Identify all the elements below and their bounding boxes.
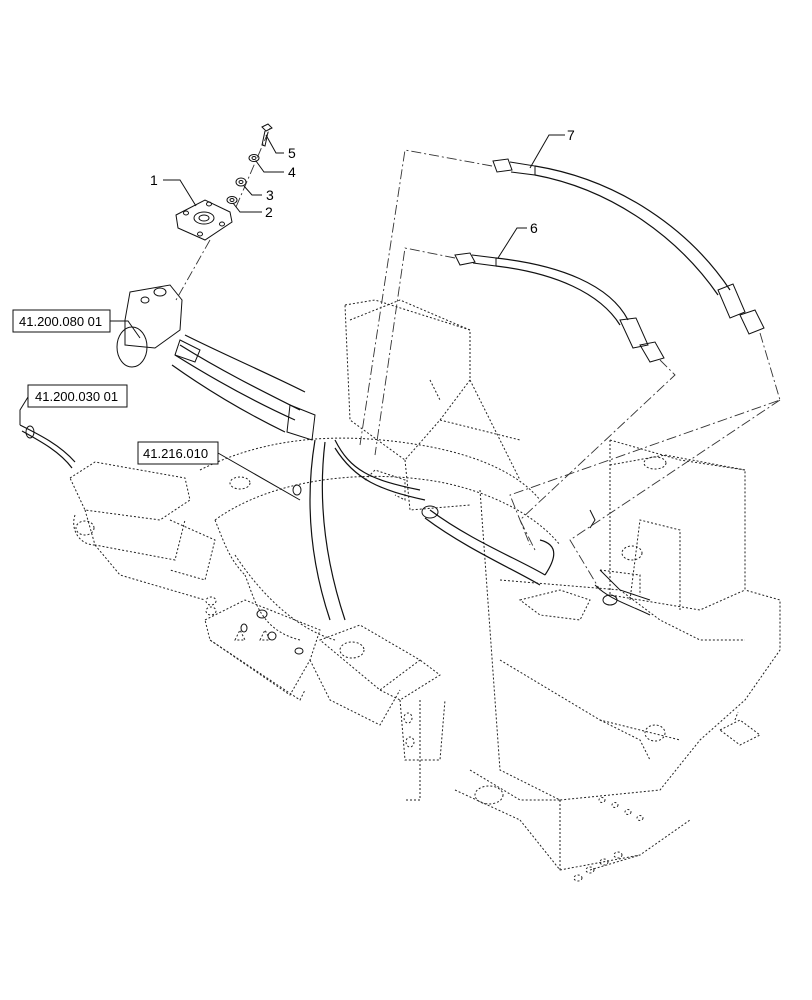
hose-part-7 <box>492 158 765 335</box>
callout-4: 4 <box>288 164 296 180</box>
callout-5: 5 <box>288 145 296 161</box>
flange-part-1 <box>175 199 233 241</box>
washer-part-4 <box>248 154 260 162</box>
hose-part-6 <box>454 252 665 363</box>
callout-3: 3 <box>266 187 274 203</box>
ref-label-41-200-080: 41.200.080 01 <box>19 314 102 329</box>
ref-box-41-200-080[interactable]: 41.200.080 01 <box>12 309 111 333</box>
ref-label-41-200-030: 41.200.030 01 <box>35 389 118 404</box>
hose-routing <box>19 284 651 655</box>
ref-box-41-216-010[interactable]: 41.216.010 <box>137 441 219 465</box>
leader-lines <box>19 134 565 501</box>
callout-1: 1 <box>150 172 158 188</box>
ref-box-41-200-030[interactable]: 41.200.030 01 <box>27 384 128 408</box>
machine-frame <box>69 299 781 882</box>
washer-part-3 <box>235 177 247 187</box>
washer-part-2 <box>226 196 238 204</box>
alignment-lines <box>175 127 781 591</box>
callout-2: 2 <box>265 204 273 220</box>
ref-label-41-216-010: 41.216.010 <box>143 446 208 461</box>
callout-6: 6 <box>530 220 538 236</box>
bolt-part-5 <box>261 123 273 147</box>
callout-7: 7 <box>567 127 575 143</box>
